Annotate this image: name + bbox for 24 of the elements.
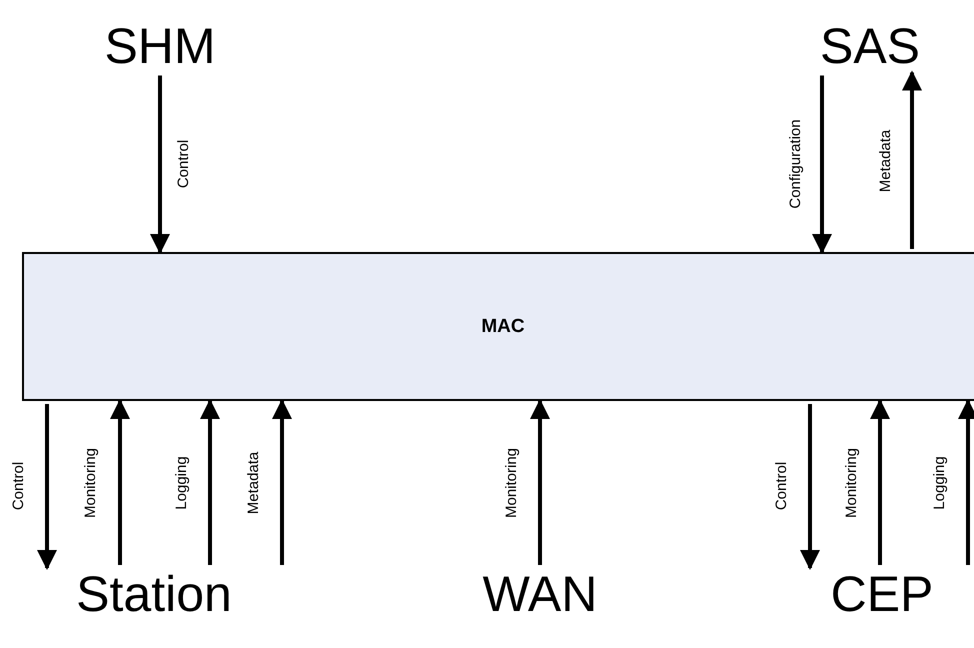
box-title: MAC <box>481 316 525 338</box>
node-label: Station <box>76 568 232 620</box>
node-label: WAN <box>482 568 598 620</box>
arrow <box>530 399 550 565</box>
node-label: SHM <box>104 20 216 72</box>
arrow <box>37 404 57 570</box>
arrow <box>200 399 220 565</box>
node-label: CEP <box>830 568 934 620</box>
edge-label: Logging <box>932 455 948 511</box>
node-label: SAS <box>820 20 920 72</box>
arrow <box>110 399 130 565</box>
arrow <box>150 76 170 254</box>
arrow <box>958 399 974 565</box>
edge-label: Monitoring <box>844 446 860 520</box>
edge-label: Monitoring <box>82 446 100 520</box>
process-box <box>22 252 974 401</box>
arrow <box>902 70 922 249</box>
arrow <box>870 399 890 565</box>
edge-label: Logging <box>174 455 190 511</box>
arrow <box>800 404 820 570</box>
edge-label: Monitoring <box>504 446 520 520</box>
edge-label: Configuration <box>788 118 804 210</box>
arrow <box>272 399 292 565</box>
arrow <box>812 76 832 254</box>
